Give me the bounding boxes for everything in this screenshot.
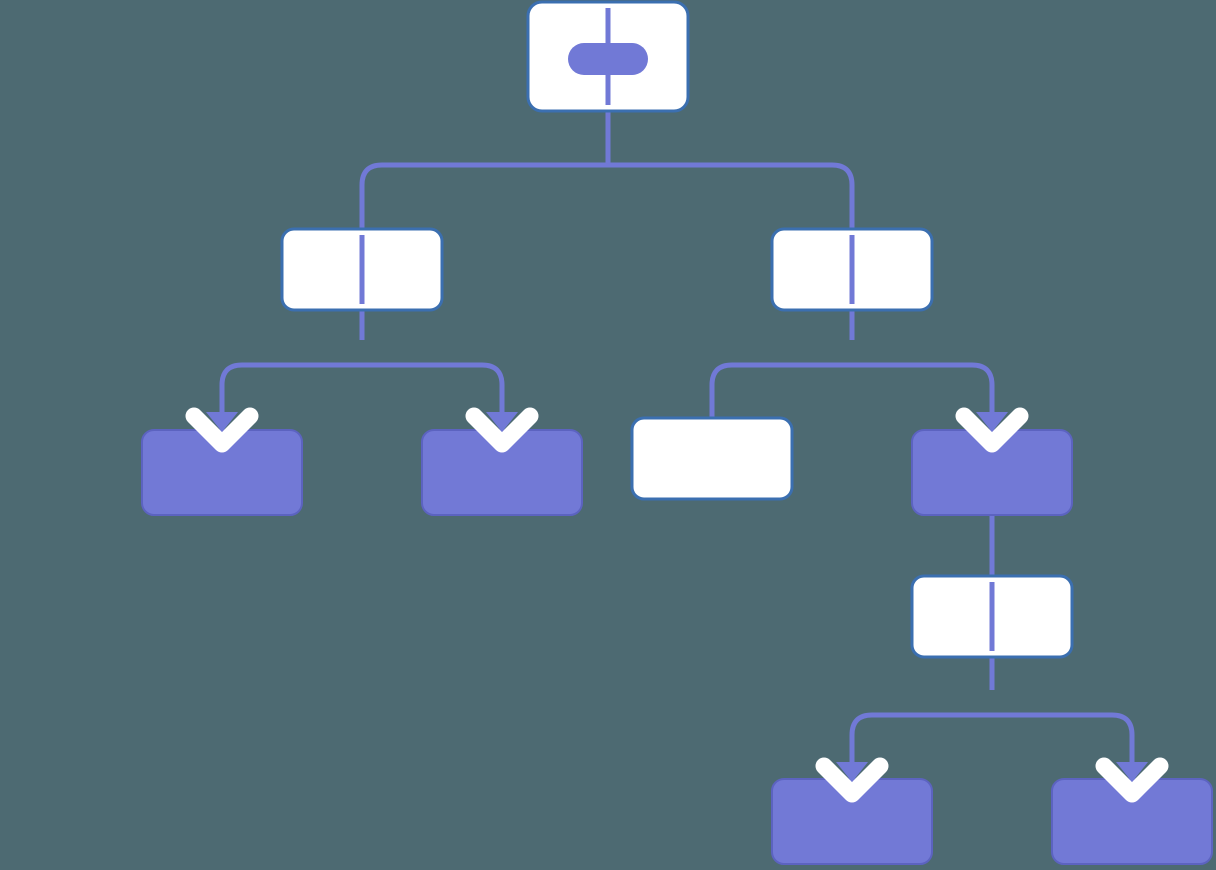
arrow-marker-leaf-a: [185, 407, 259, 453]
arrow-marker-leaf-d: [1095, 757, 1169, 803]
edge-level3-to-leaf-b: [992, 712, 1135, 778]
arrow-marker-leaf-a-chevron: [185, 407, 259, 453]
edge-level1-right-to-purple-branch: [852, 362, 995, 428]
arrow-marker-leaf-a-tip: [206, 412, 238, 432]
edge-layer-over: [359, 8, 995, 651]
edge-layer-under: [219, 55, 1135, 778]
level2-white-leaf[interactable]: [630, 416, 794, 501]
arrow-marker-branch-tip: [976, 412, 1008, 432]
level2-white-leaf-shape[interactable]: [630, 416, 794, 501]
arrow-marker-branch-chevron: [955, 407, 1029, 453]
edge-level1-left-to-leaf-b: [362, 362, 505, 428]
arrow-marker-branch: [955, 407, 1029, 453]
arrow-marker-leaf-b-tip: [486, 412, 518, 432]
node-layer: [141, 0, 1213, 865]
arrow-marker-leaf-b: [465, 407, 539, 453]
arrow-marker-leaf-c-tip: [836, 762, 868, 782]
arrow-marker-leaf-c-chevron: [815, 757, 889, 803]
arrow-marker-leaf-b-chevron: [465, 407, 539, 453]
edge-level3-to-leaf-a: [849, 712, 992, 778]
edge-level1-right-to-white-leaf: [709, 362, 852, 418]
edge-level1-left-to-leaf-a: [219, 362, 362, 428]
arrow-marker-leaf-d-tip: [1116, 762, 1148, 782]
arrow-marker-layer: [185, 407, 1169, 803]
edge-root-to-level1-right: [608, 162, 855, 340]
arrow-marker-leaf-d-chevron: [1095, 757, 1169, 803]
arrow-marker-leaf-c: [815, 757, 889, 803]
edge-root-to-level1-left: [359, 162, 608, 340]
